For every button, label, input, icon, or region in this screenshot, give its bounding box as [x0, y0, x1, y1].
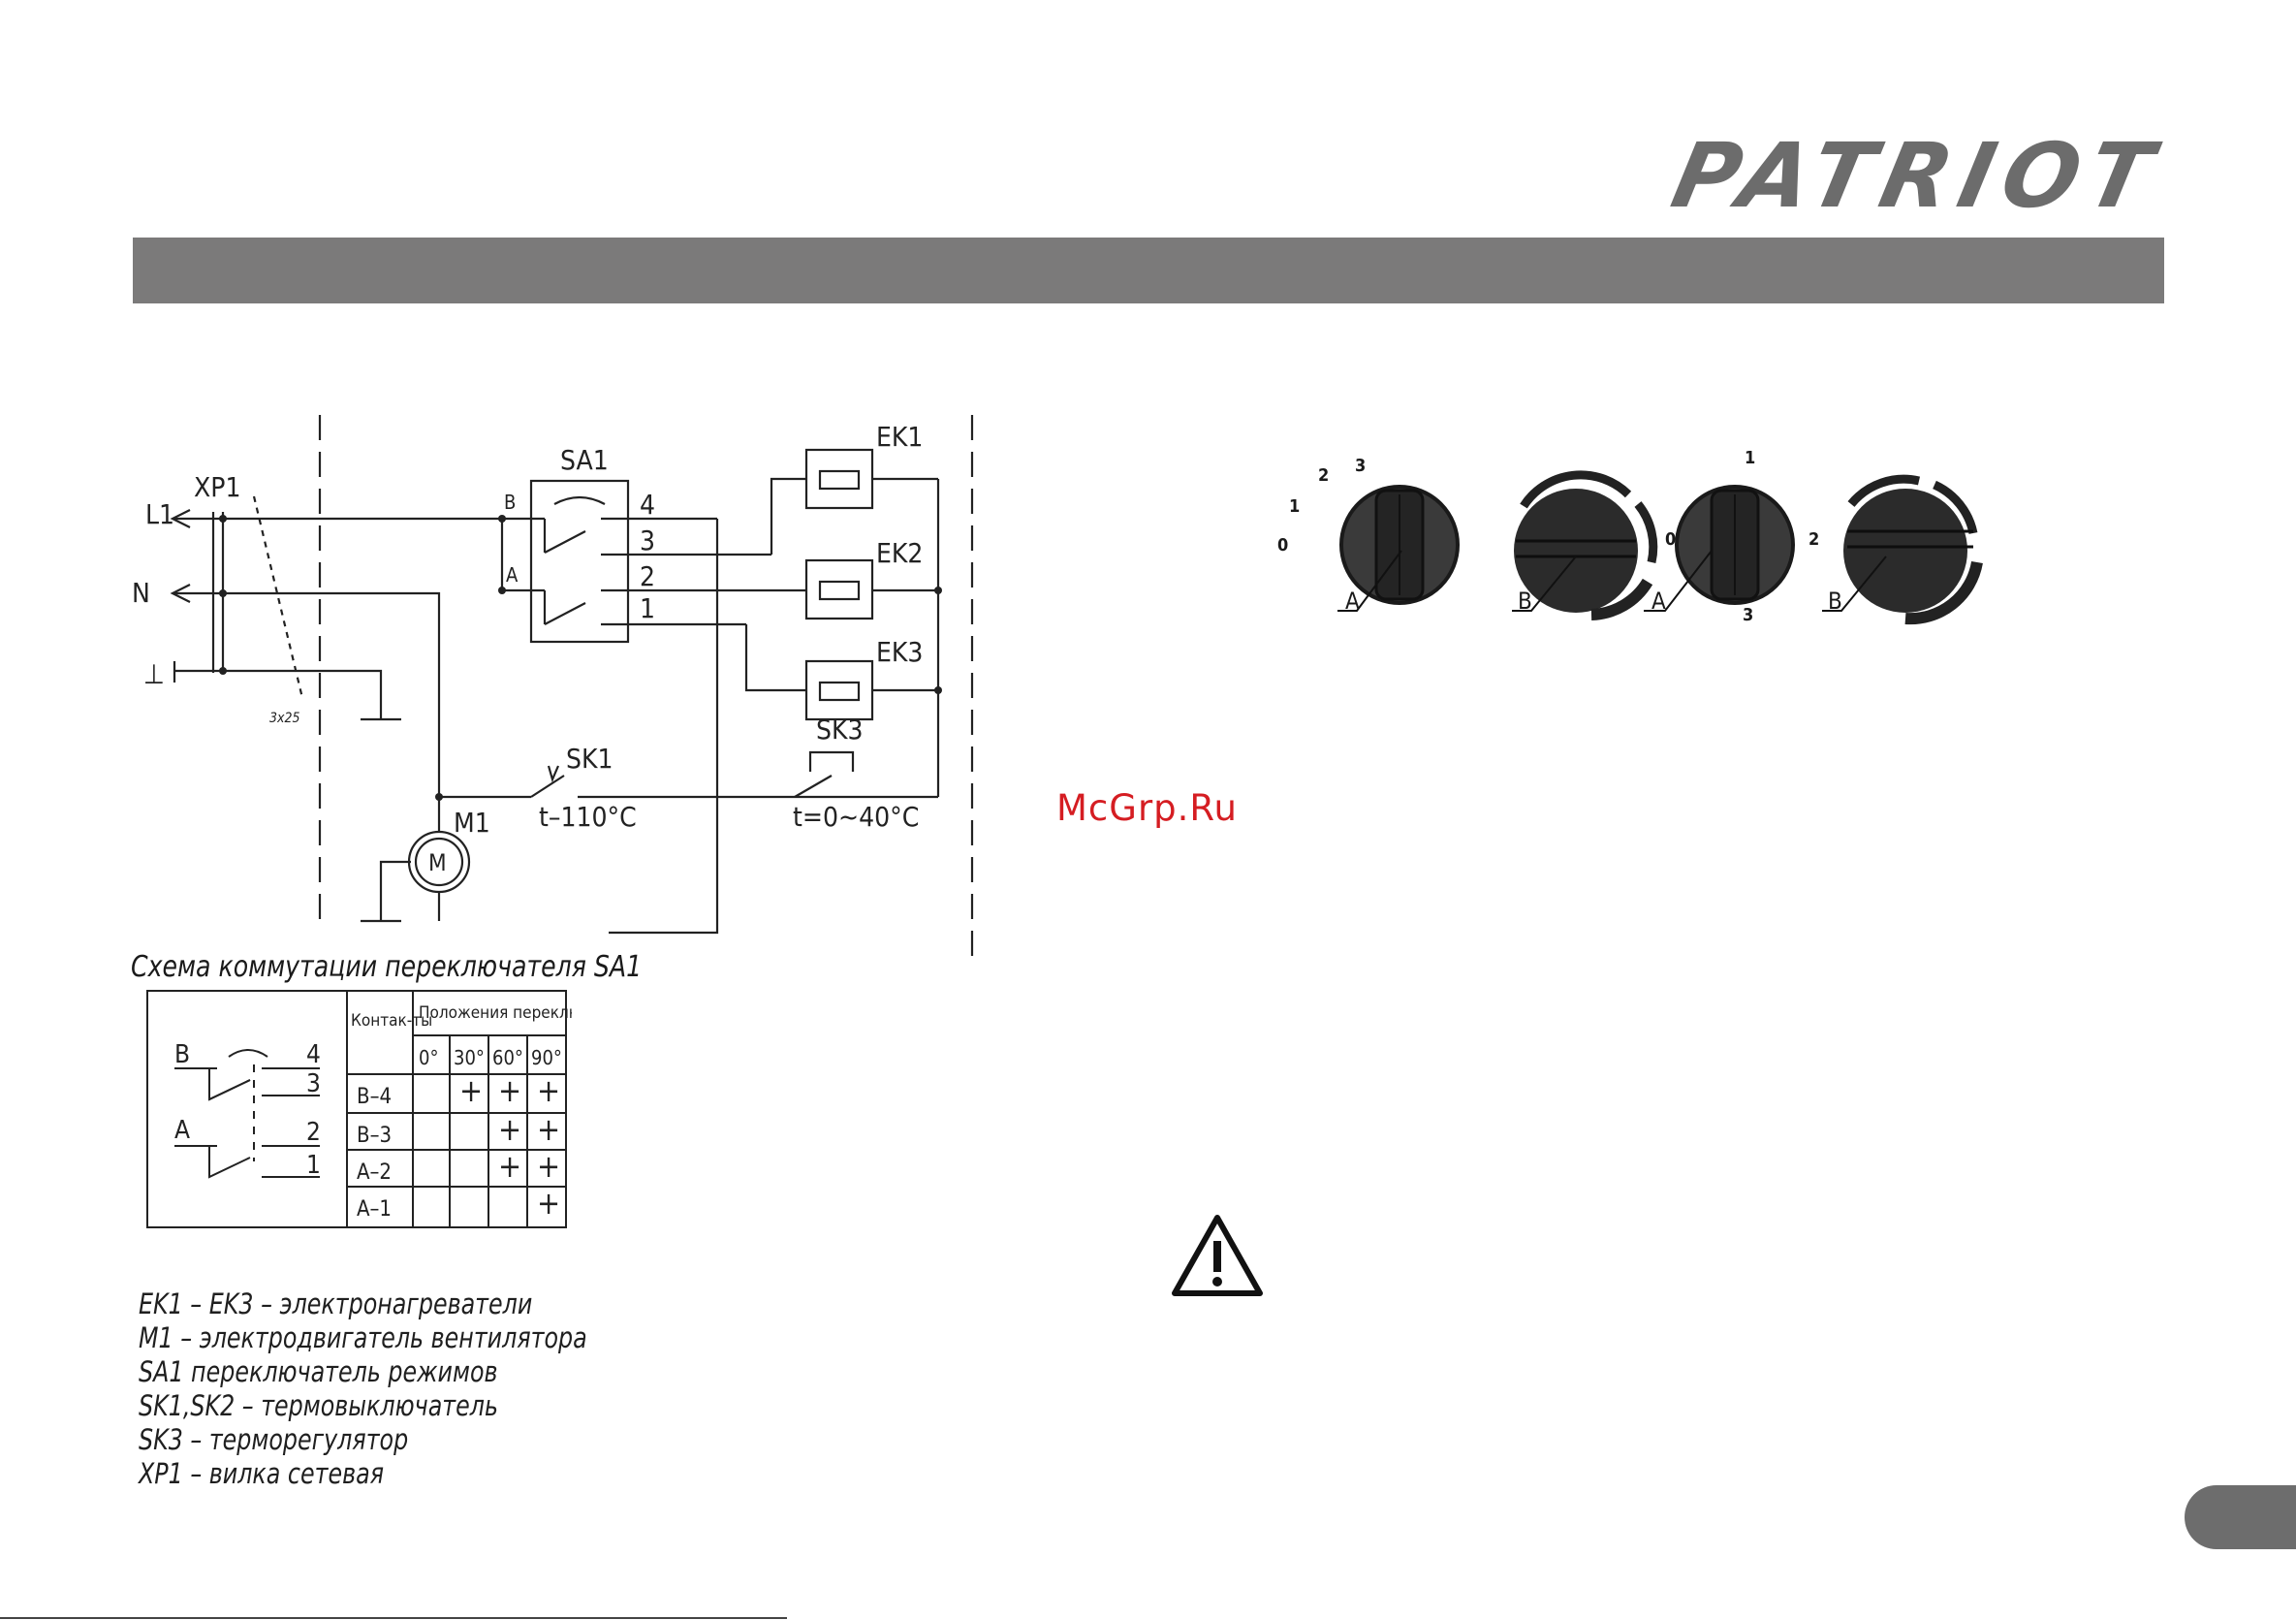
label-sk3: SK3 [816, 714, 864, 746]
angle-90: 90° [531, 1046, 562, 1069]
row-contact: A–2 [357, 1160, 392, 1185]
knob-right-scale-1: 1 [1745, 448, 1755, 468]
table-mark: + [498, 1111, 521, 1148]
switch-scheme-title: Схема коммутации переключателя SA1 [131, 950, 643, 984]
patriot-logo: PATRIOT [1663, 124, 2171, 228]
legend-item: M1 – электродвигатель вентилятора [139, 1321, 587, 1354]
table-mark: + [537, 1111, 560, 1148]
table-mark: + [537, 1185, 560, 1222]
label-contact-2: 2 [640, 560, 655, 592]
label-cable: 3x25 [269, 711, 300, 726]
label-sk3-temp: t=0~40°C [793, 801, 919, 833]
knob-left-scale-3: 3 [1355, 456, 1366, 476]
label-ground: ⊥ [143, 658, 165, 690]
row-contact: A–1 [357, 1197, 392, 1222]
page-number-tab [2185, 1485, 2296, 1549]
angle-30: 30° [454, 1046, 485, 1069]
label-contact-1: 1 [640, 592, 655, 624]
table-label-3: 3 [306, 1069, 321, 1098]
label-l1: L1 [145, 498, 174, 530]
table-label-4: 4 [306, 1040, 321, 1069]
label-xp1: XP1 [194, 471, 240, 503]
legend-item: SA1 переключатель режимов [139, 1355, 498, 1388]
knob-left-scale-0: 0 [1277, 535, 1288, 556]
table-label-2: 2 [306, 1118, 321, 1147]
label-sa1: SA1 [560, 444, 609, 476]
knob-illustrations: 0 1 2 3 1 0 2 3 A B A B [1277, 448, 1983, 625]
label-sk1-temp: t–110°C [539, 801, 637, 833]
row-contact: B–4 [357, 1085, 392, 1109]
table-mark: + [537, 1148, 560, 1185]
table-label-1: 1 [306, 1151, 321, 1180]
table-mark: + [459, 1072, 483, 1109]
row-contact: B–3 [357, 1124, 392, 1148]
label-b: B [504, 491, 516, 514]
watermark-text: McGrp.Ru [1056, 787, 1238, 829]
wiring-schematic: XP1 L1 N ⊥ 3x25 SA1 B A 4 3 2 1 EK1 EK2 … [132, 415, 974, 960]
angle-60: 60° [492, 1046, 523, 1069]
table-mark: + [498, 1072, 521, 1109]
knob-b-left [1512, 470, 1658, 620]
label-sk1: SK1 [566, 743, 613, 775]
angle-0: 0° [419, 1046, 438, 1069]
label-ek3: EK3 [876, 636, 923, 668]
knob-right-scale-3: 3 [1743, 605, 1753, 625]
table-label-b: B [174, 1040, 190, 1069]
component-legend: EK1 – EK3 – электронагреватели M1 – элек… [139, 1287, 587, 1491]
warning-triangle-icon [1172, 1215, 1263, 1296]
label-motor: M [428, 849, 447, 876]
table-mark: + [498, 1148, 521, 1185]
label-ek2: EK2 [876, 537, 923, 569]
knob-a-right [1644, 485, 1795, 612]
knob-b-right [1822, 474, 1983, 625]
legend-item: EK1 – EK3 – электронагреватели [139, 1287, 533, 1320]
table-label-a: A [174, 1116, 190, 1145]
legend-item: XP1 – вилка сетевая [139, 1457, 385, 1490]
knob-left-scale-2: 2 [1318, 465, 1329, 486]
label-contact-4: 4 [640, 489, 655, 521]
legend-item: SK3 – терморегулятор [139, 1423, 409, 1456]
header-positions: Положения переключателя [419, 1003, 572, 1023]
label-n: N [132, 577, 150, 609]
legend-item: SK1,SK2 – термовыключатель [139, 1389, 498, 1422]
label-contact-3: 3 [640, 524, 655, 556]
knob-right-label-a: A [1651, 588, 1666, 615]
label-ek1: EK1 [876, 421, 923, 453]
knob-right-label-b: B [1828, 588, 1842, 615]
knob-right-scale-0: 0 [1665, 529, 1676, 550]
label-a: A [506, 563, 519, 587]
label-m1: M1 [454, 807, 490, 839]
bottom-rule [0, 1617, 787, 1619]
knob-left-label-b: B [1518, 588, 1532, 615]
section-banner [133, 238, 2164, 303]
switch-scheme-table: B A 4 3 2 1 Контак-ты Положения переключ… [146, 990, 572, 1228]
knob-a-left [1337, 485, 1460, 612]
knob-left-scale-1: 1 [1289, 496, 1300, 517]
knob-left-label-a: A [1345, 588, 1360, 615]
header-contacts: Контак-ты [351, 1011, 432, 1031]
knob-right-scale-2: 2 [1808, 529, 1819, 550]
table-mark: + [537, 1072, 560, 1109]
